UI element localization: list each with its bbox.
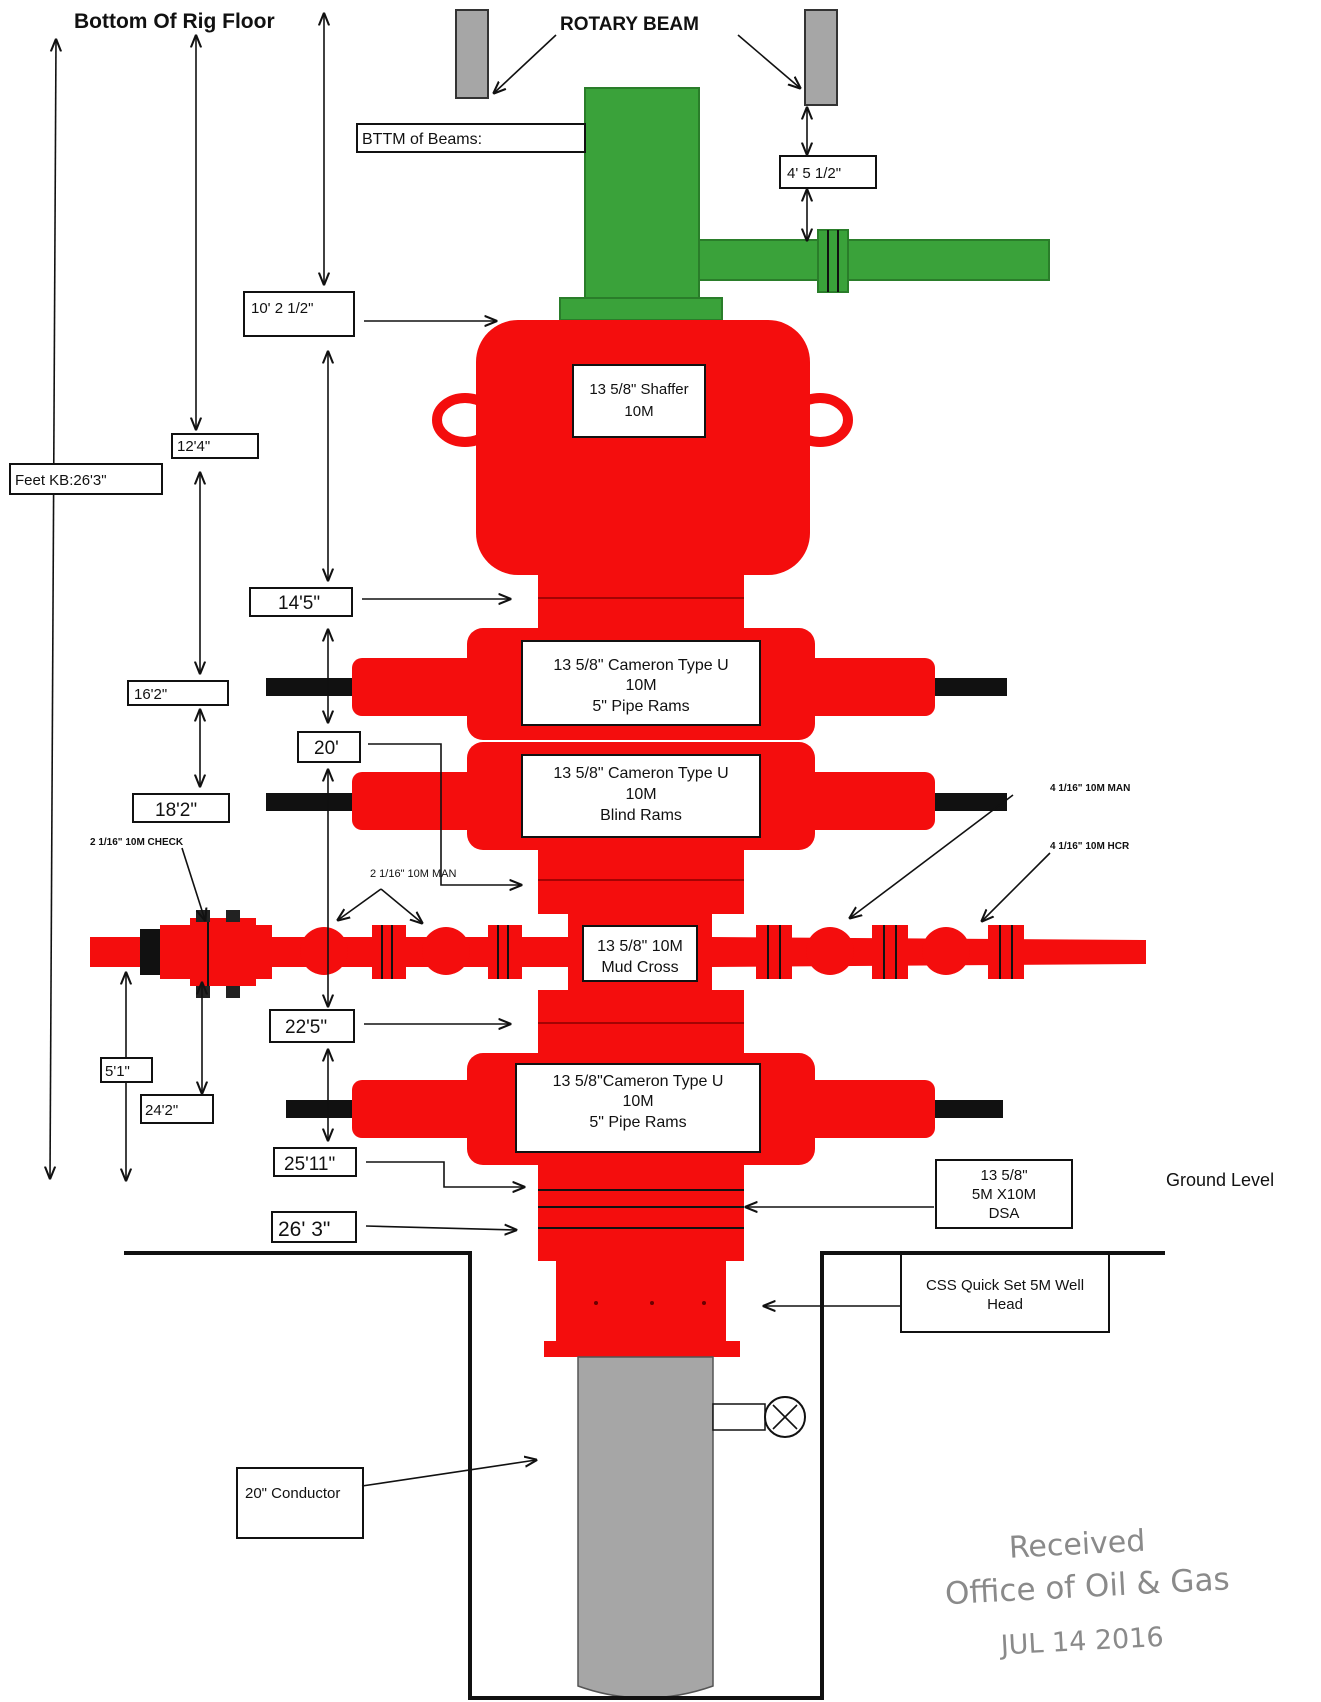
dim-22-5: 22'5" [285, 1017, 327, 1038]
kill-valve-2 [422, 927, 470, 975]
flow-line-flange [817, 229, 849, 293]
upper-ram-label-1: 13 5/8" Cameron Type U [553, 657, 728, 674]
mud-cross-label-2: Mud Cross [601, 959, 678, 976]
stamp-date: JUL 14 2016 [998, 1622, 1164, 1662]
kill-valve-1 [300, 927, 348, 975]
check-valve [190, 918, 256, 986]
dsa-label-1: 13 5/8" [980, 1167, 1027, 1184]
conductor [577, 1356, 714, 1699]
upper-ram-label-3: 5" Pipe Rams [592, 698, 689, 715]
blind-ram-label-3: Blind Rams [600, 807, 682, 824]
choke-valve-hcr [922, 927, 970, 975]
lower-ram-label-2: 10M [622, 1093, 653, 1110]
rotary-beam-label: ROTARY BEAM [560, 14, 699, 35]
kb-label: Feet KB:26'3" [15, 472, 107, 489]
man-valve-right-label: 4 1/16" 10M MAN [1050, 783, 1130, 794]
conductor-label: 20" Conductor [245, 1485, 340, 1502]
flow-line [698, 239, 1050, 281]
hcr-valve-label: 4 1/16" 10M HCR [1050, 841, 1130, 852]
wellhead-label-2: Head [987, 1296, 1023, 1313]
cellar-outline [124, 1251, 1165, 1700]
annular-label-1: 13 5/8" Shaffer [589, 381, 688, 398]
rotating-head [584, 87, 700, 299]
wellhead [556, 1261, 726, 1341]
beam-gap-label: 4' 5 1/2" [787, 165, 841, 182]
received-stamp: Received Office of Oil & Gas JUL 14 2016 [944, 1524, 1230, 1662]
dim-5-1: 5'1" [105, 1063, 130, 1080]
lower-ram-label-1: 13 5/8"Cameron Type U [553, 1073, 724, 1090]
dim-10-2-half: 10' 2 1/2" [251, 300, 313, 317]
dim-14-5: 14'5" [278, 593, 320, 614]
blind-ram-label-1: 13 5/8" Cameron Type U [553, 765, 728, 782]
man-valve-left-label: 2 1/16" 10M MAN [370, 868, 456, 880]
annular-label-2: 10M [624, 403, 653, 420]
dim-12-4: 12'4" [177, 438, 210, 455]
rotary-beam-left [455, 9, 489, 99]
dim-16-2: 16'2" [134, 686, 167, 703]
lower-ram-label-3: 5" Pipe Rams [589, 1114, 686, 1131]
ground-level-label: Ground Level [1166, 1170, 1274, 1190]
dim-20: 20' [314, 738, 339, 759]
dim-26-3: 26' 3" [278, 1218, 330, 1241]
rotating-head-flange [559, 297, 723, 321]
dim-18-2: 18'2" [155, 800, 197, 821]
stamp-line-1: Received [1008, 1524, 1146, 1566]
dim-25-11: 25'11" [284, 1154, 335, 1175]
wellhead-label-1: CSS Quick Set 5M Well [926, 1277, 1084, 1294]
stamp-line-2: Office of Oil & Gas [944, 1561, 1230, 1612]
choke-valve-man [806, 927, 854, 975]
dsa-label-2: 5M X10M [972, 1186, 1036, 1203]
page-title: Bottom Of Rig Floor [74, 10, 275, 33]
annular-preventer [476, 320, 810, 575]
check-valve-label: 2 1/16" 10M CHECK [90, 837, 184, 848]
dsa-spool [538, 1165, 744, 1261]
rotary-beam-right [804, 9, 838, 106]
blind-ram-label-2: 10M [625, 786, 656, 803]
mud-cross-label-1: 13 5/8" 10M [597, 938, 683, 955]
dsa-label-3: DSA [989, 1205, 1020, 1222]
upper-ram-label-2: 10M [625, 677, 656, 694]
dim-24-2: 24'2" [145, 1102, 178, 1119]
bttm-beams-label: BTTM of Beams: [362, 131, 482, 148]
